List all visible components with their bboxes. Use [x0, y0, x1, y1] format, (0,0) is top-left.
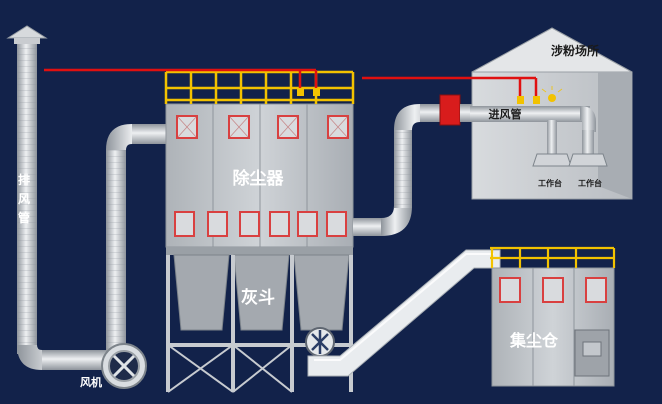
inlet-valve: [439, 94, 461, 126]
dust-bin: [490, 246, 616, 387]
dust-collector-label: 除尘器: [233, 168, 285, 189]
rotary-valve-icon: [311, 330, 329, 354]
dust-bin-label: 集尘仓: [509, 331, 559, 350]
outlet-pipe: [106, 124, 166, 360]
exhaust-pipe: [6, 25, 108, 370]
alarm-lines: [44, 68, 538, 96]
exhaust-pipe-label-3: 管: [18, 210, 30, 225]
ash-hopper: [173, 254, 350, 331]
dust-room: [470, 27, 633, 200]
top-railing: [164, 70, 355, 104]
fan-icon: [112, 354, 136, 378]
exhaust-pipe-label-2: 风: [18, 192, 30, 206]
ash-hopper-label: 灰斗: [241, 287, 275, 308]
sensor-icon: [297, 88, 556, 104]
exhaust-pipe-label-1: 排: [18, 172, 30, 187]
dust-room-label: 涉粉场所: [551, 43, 599, 58]
inlet-pipe-label: 进风管: [489, 107, 522, 121]
workbench-1-label: 工作台: [538, 178, 562, 188]
lower-access-doors: [174, 211, 347, 237]
fan-label: 风机: [80, 375, 102, 389]
rotary-valve: [305, 327, 335, 357]
fan: [101, 343, 147, 389]
workbench-2-label: 工作台: [578, 178, 602, 188]
dust-collector: [164, 70, 355, 393]
